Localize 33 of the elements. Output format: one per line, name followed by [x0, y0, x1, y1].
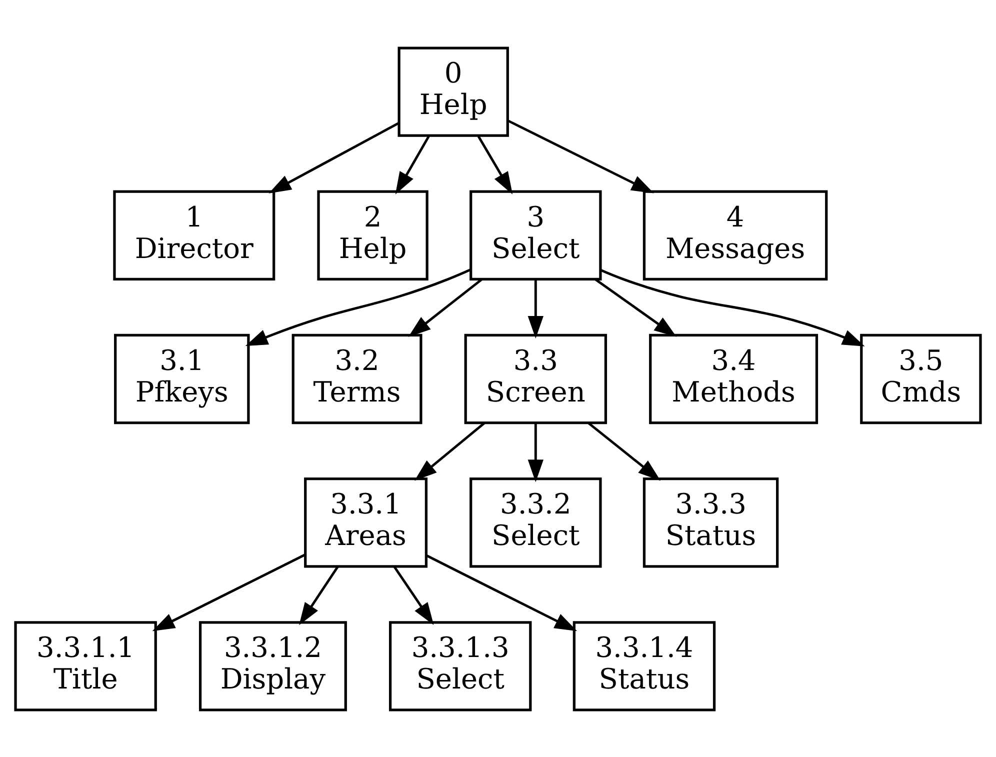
- arrow: [528, 278, 544, 338]
- node-box: 3.3.1.1 Title: [14, 620, 157, 711]
- arrow: [587, 421, 661, 480]
- node-box: 1 Director: [113, 190, 276, 280]
- arrow: [393, 565, 434, 625]
- node-box: 0 Help: [398, 46, 509, 136]
- node-box: 3.3.1.4 Status: [572, 620, 716, 711]
- arrow: [426, 554, 578, 631]
- arrow: [507, 118, 654, 193]
- arrow: [408, 278, 483, 337]
- node-box: 3.3.1 Areas: [304, 477, 428, 568]
- arrow: [268, 121, 400, 193]
- node-box: 3.3.3 Status: [642, 477, 779, 568]
- arrow: [476, 134, 513, 194]
- arrow: [594, 278, 677, 336]
- arrow: [600, 268, 865, 346]
- node-box: 3.3.2 Select: [470, 477, 602, 568]
- node-box: 3.4 Methods: [649, 333, 818, 424]
- node-box: 3.2 Terms: [292, 333, 422, 424]
- node-box: 3.5 Cmds: [860, 333, 982, 424]
- node-box: 3 Select: [470, 190, 602, 280]
- arrow: [528, 422, 544, 482]
- node-box: 2 Help: [317, 190, 428, 280]
- node-box: 3.1 Pfkeys: [114, 333, 250, 424]
- arrow: [414, 421, 486, 480]
- node-box: 4 Messages: [642, 190, 828, 280]
- arrow: [245, 268, 472, 346]
- arrow: [299, 565, 339, 625]
- node-box: 3.3.1.2 Display: [198, 620, 347, 711]
- arrow: [395, 134, 430, 194]
- arrow: [152, 553, 306, 631]
- node-box: 3.3 Screen: [464, 333, 608, 424]
- node-box: 3.3.1.3 Select: [388, 620, 532, 711]
